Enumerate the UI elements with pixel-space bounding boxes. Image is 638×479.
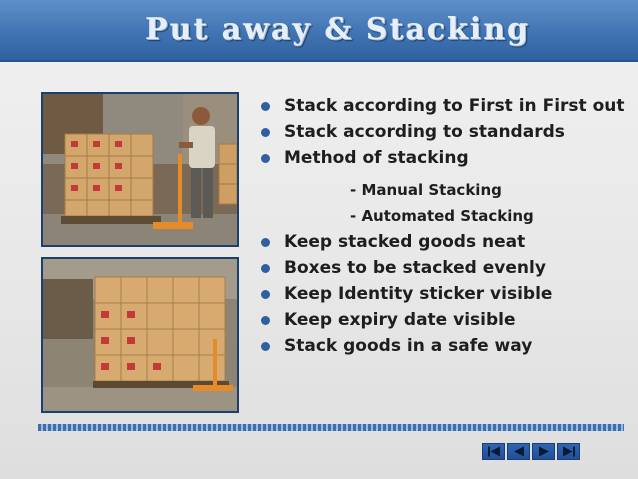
bullet-item: Stack according to standards [258, 119, 636, 145]
first-slide-button[interactable] [482, 443, 505, 460]
bullet-dot-icon [261, 238, 270, 247]
bullet-dot-icon [261, 316, 270, 325]
bullet-text: Keep Identity sticker visible [284, 284, 553, 304]
bullet-text: Keep expiry date visible [284, 310, 516, 330]
next-slide-icon [538, 446, 549, 457]
last-slide-icon [562, 446, 575, 457]
bullet-text: Boxes to be stacked evenly [284, 258, 546, 278]
bullet-item: Method of stacking [258, 145, 636, 171]
bullet-dot-icon [261, 290, 270, 299]
bullet-text: Method of stacking [284, 148, 469, 168]
bullet-dot-icon [261, 128, 270, 137]
bullet-text: Stack according to standards [284, 122, 565, 142]
footer-divider [38, 424, 624, 431]
bullet-dot-icon [261, 342, 270, 351]
bullet-item: Keep Identity sticker visible [258, 281, 636, 307]
bullet-text: Stack according to First in First out [284, 96, 625, 116]
next-slide-button[interactable] [532, 443, 555, 460]
bullet-item: Stack according to First in First out [258, 93, 636, 119]
last-slide-button[interactable] [557, 443, 580, 460]
warehouse-worker-photo [41, 92, 239, 247]
bullet-item: Keep expiry date visible [258, 307, 636, 333]
slide-navigation [482, 443, 580, 460]
bullet-text: Stack goods in a safe way [284, 336, 533, 356]
bullet-item: Stack goods in a safe way [258, 333, 636, 359]
sub-bullet-item: - Manual Stacking [350, 181, 502, 199]
bullet-dot-icon [261, 154, 270, 163]
bullet-dot-icon [261, 264, 270, 273]
slide-title: Put away & Stacking [145, 12, 530, 47]
title-bar: Put away & Stacking [0, 0, 638, 62]
stacked-boxes-photo [41, 257, 239, 413]
bullet-dot-icon [261, 102, 270, 111]
bullet-item: Keep stacked goods neat [258, 229, 636, 255]
bullet-list: Stack according to First in First out St… [258, 93, 636, 359]
previous-slide-button[interactable] [507, 443, 530, 460]
first-slide-icon [487, 446, 500, 457]
bullet-text: Keep stacked goods neat [284, 232, 526, 252]
previous-slide-icon [513, 446, 524, 457]
sub-bullet-item: - Automated Stacking [350, 207, 534, 225]
bullet-item: Boxes to be stacked evenly [258, 255, 636, 281]
